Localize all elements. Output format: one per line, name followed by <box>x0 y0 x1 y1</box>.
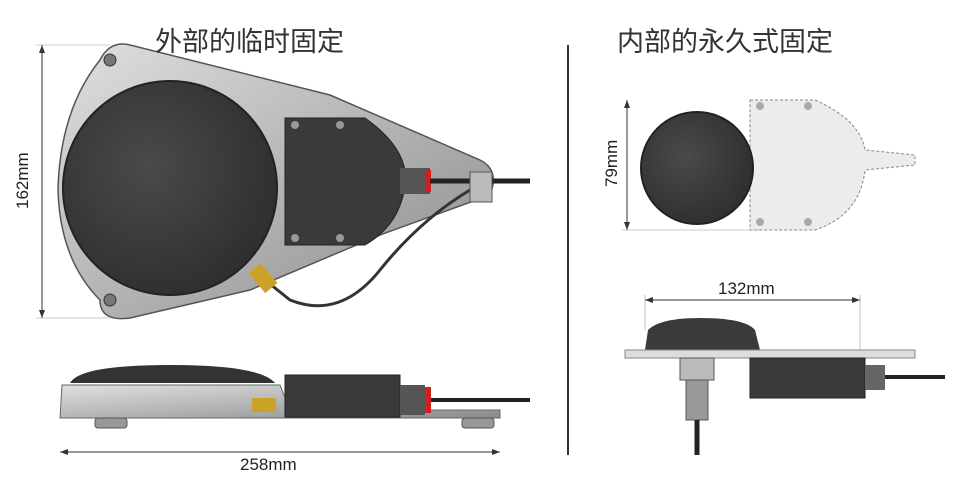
width-dimension-label: 258mm <box>240 455 297 474</box>
internal-mount-side-view <box>624 318 945 455</box>
width-dimension-line <box>60 449 500 455</box>
height-dimension-line <box>36 44 110 319</box>
right-height-dimension-label: 79mm <box>602 139 621 187</box>
right-height-dimension-line <box>622 100 760 231</box>
height-dimension-label: 162mm <box>13 152 32 209</box>
right-width-dimension-label: 132mm <box>718 279 775 298</box>
right-panel-title: 内部的永久式固定 <box>617 27 833 58</box>
right-width-dimension-line <box>644 295 861 355</box>
external-mount-side-view <box>59 365 530 429</box>
left-panel-title: 外部的临时固定 <box>155 27 344 58</box>
internal-mount-top-view <box>640 99 916 231</box>
external-mount-top-view <box>57 43 530 320</box>
